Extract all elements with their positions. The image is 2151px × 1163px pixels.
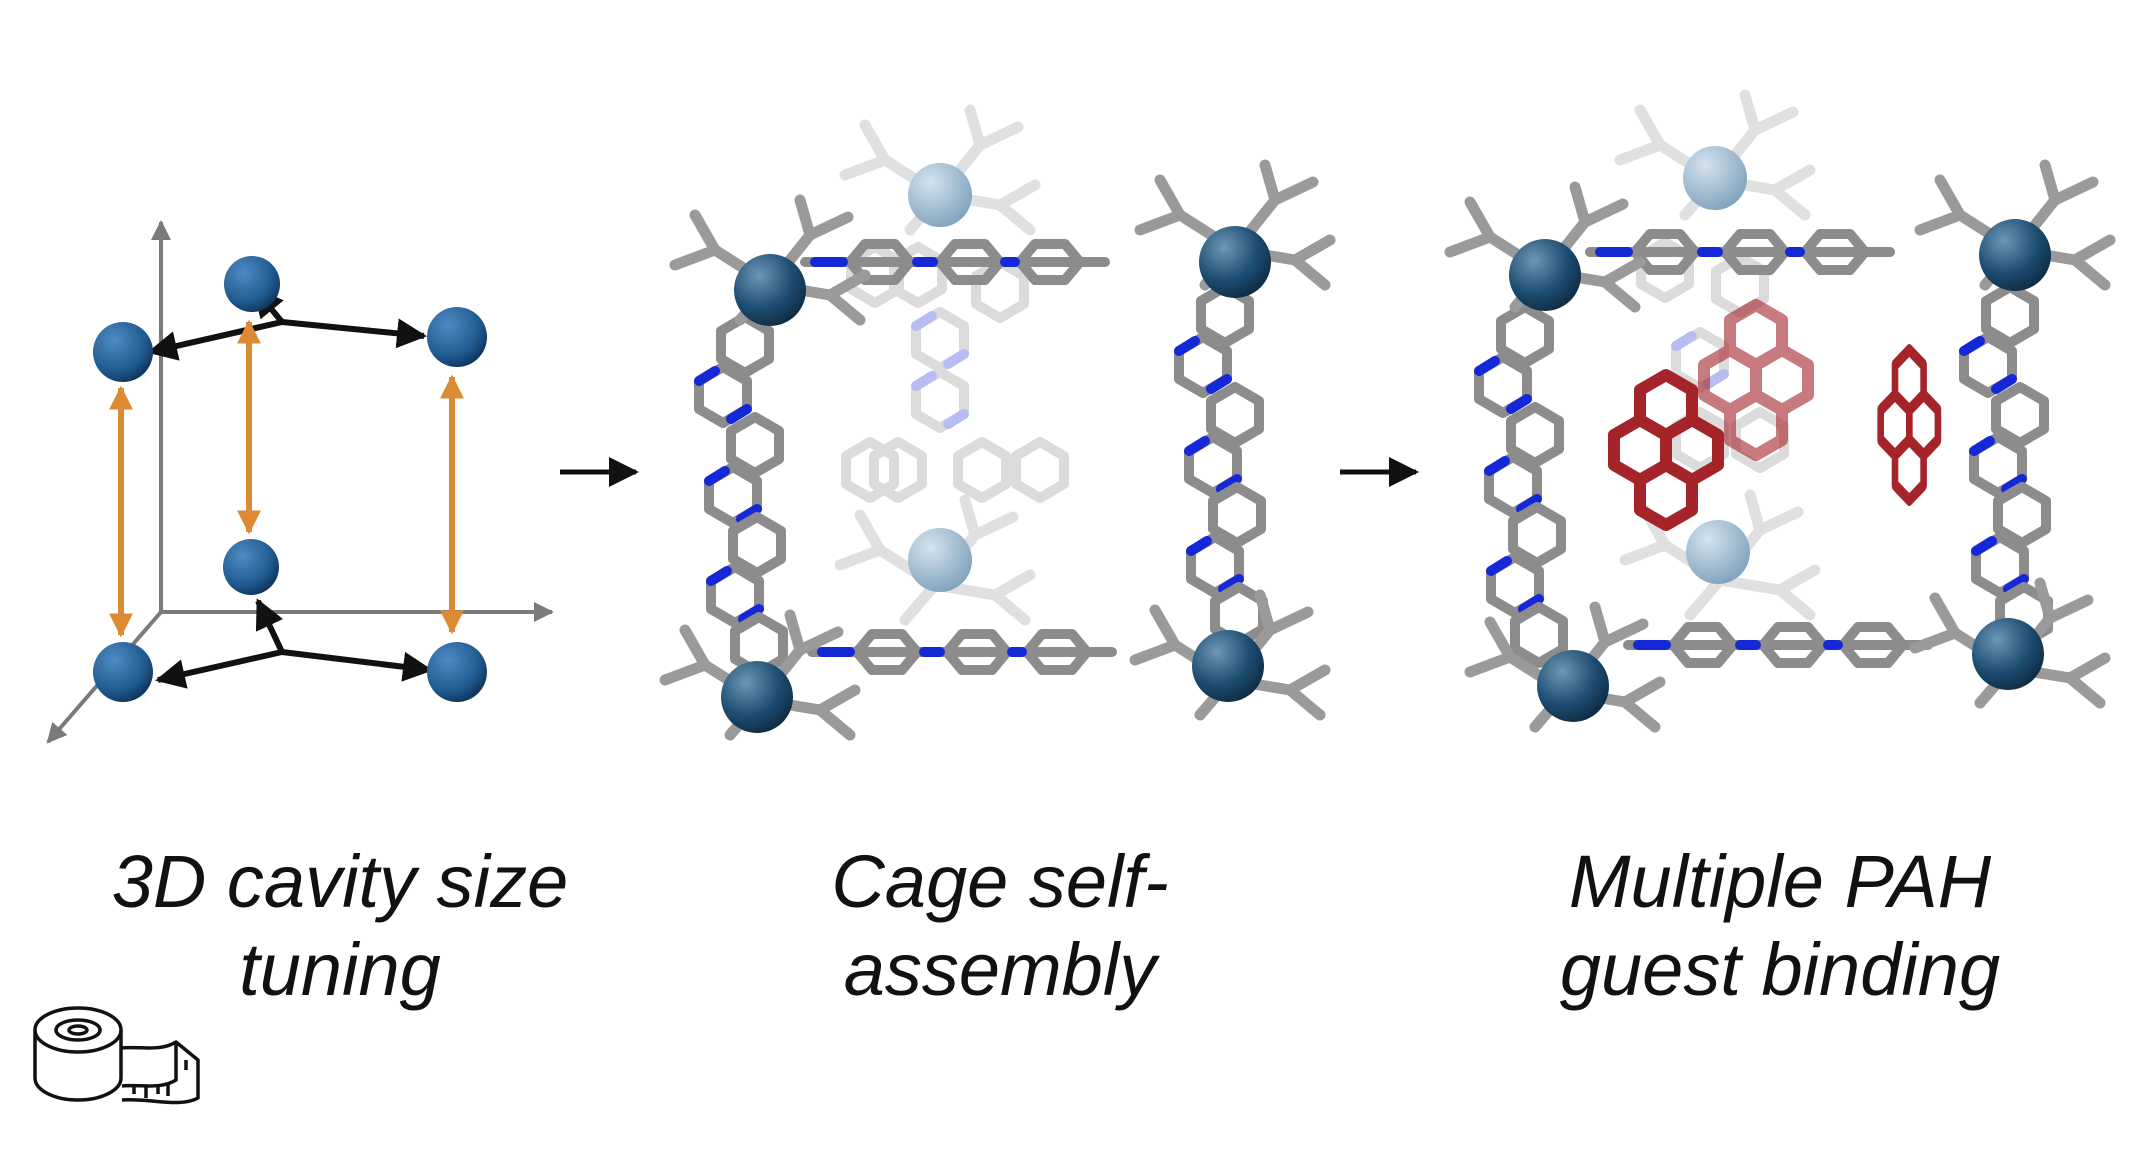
pah-guest: [1881, 350, 1938, 500]
caption-line: Cage self-: [831, 840, 1169, 923]
panel-cavity-tuning: [46, 220, 554, 744]
metal-node: [1192, 630, 1264, 702]
metal-node: [1199, 226, 1271, 298]
left-ligand-pillar: [1479, 307, 1563, 663]
bottom-ligand: [1628, 627, 1928, 663]
left-ligand-pillar: [699, 317, 783, 673]
bottom-ligand: [812, 634, 1112, 670]
metal-node-faded: [908, 528, 972, 592]
metal-node-faded: [1686, 520, 1750, 584]
vertex-node: [93, 642, 153, 702]
caption-line: guest binding: [1559, 928, 2001, 1011]
metal-node: [1537, 650, 1609, 722]
panel-cage-assembly: [665, 110, 1330, 735]
metal-node: [734, 254, 806, 326]
horizontal-connectors: [147, 286, 433, 689]
panel-guest-binding: [1450, 95, 2110, 727]
caption-guest-binding: Multiple PAH guest binding: [1480, 838, 2080, 1014]
metal-node: [1509, 239, 1581, 311]
metal-node: [721, 661, 793, 733]
caption-line: 3D cavity size: [111, 840, 569, 923]
vertex-nodes: [93, 256, 487, 702]
caption-cage-assembly: Cage self- assembly: [720, 838, 1280, 1014]
metal-node: [1979, 219, 2051, 291]
vertex-node: [223, 539, 279, 595]
vertex-node: [224, 256, 280, 312]
caption-line: assembly: [843, 928, 1157, 1011]
metal-centers: [721, 226, 1271, 733]
vertical-vectors: [109, 319, 464, 638]
metal-node-faded: [1683, 146, 1747, 210]
right-ligand-pillar: [1179, 287, 1263, 643]
metal-node-faded: [908, 163, 972, 227]
right-ligand-pillar: [1964, 287, 2048, 643]
measuring-tape-icon: [33, 1006, 200, 1105]
caption-line: tuning: [239, 928, 441, 1011]
caption-line: Multiple PAH: [1568, 840, 1992, 923]
metal-node: [1972, 618, 2044, 690]
vertex-node: [93, 322, 153, 382]
metal-centers: [1509, 219, 2051, 722]
vertex-node: [427, 642, 487, 702]
caption-cavity-tuning: 3D cavity size tuning: [60, 838, 620, 1014]
vertex-node: [427, 307, 487, 367]
